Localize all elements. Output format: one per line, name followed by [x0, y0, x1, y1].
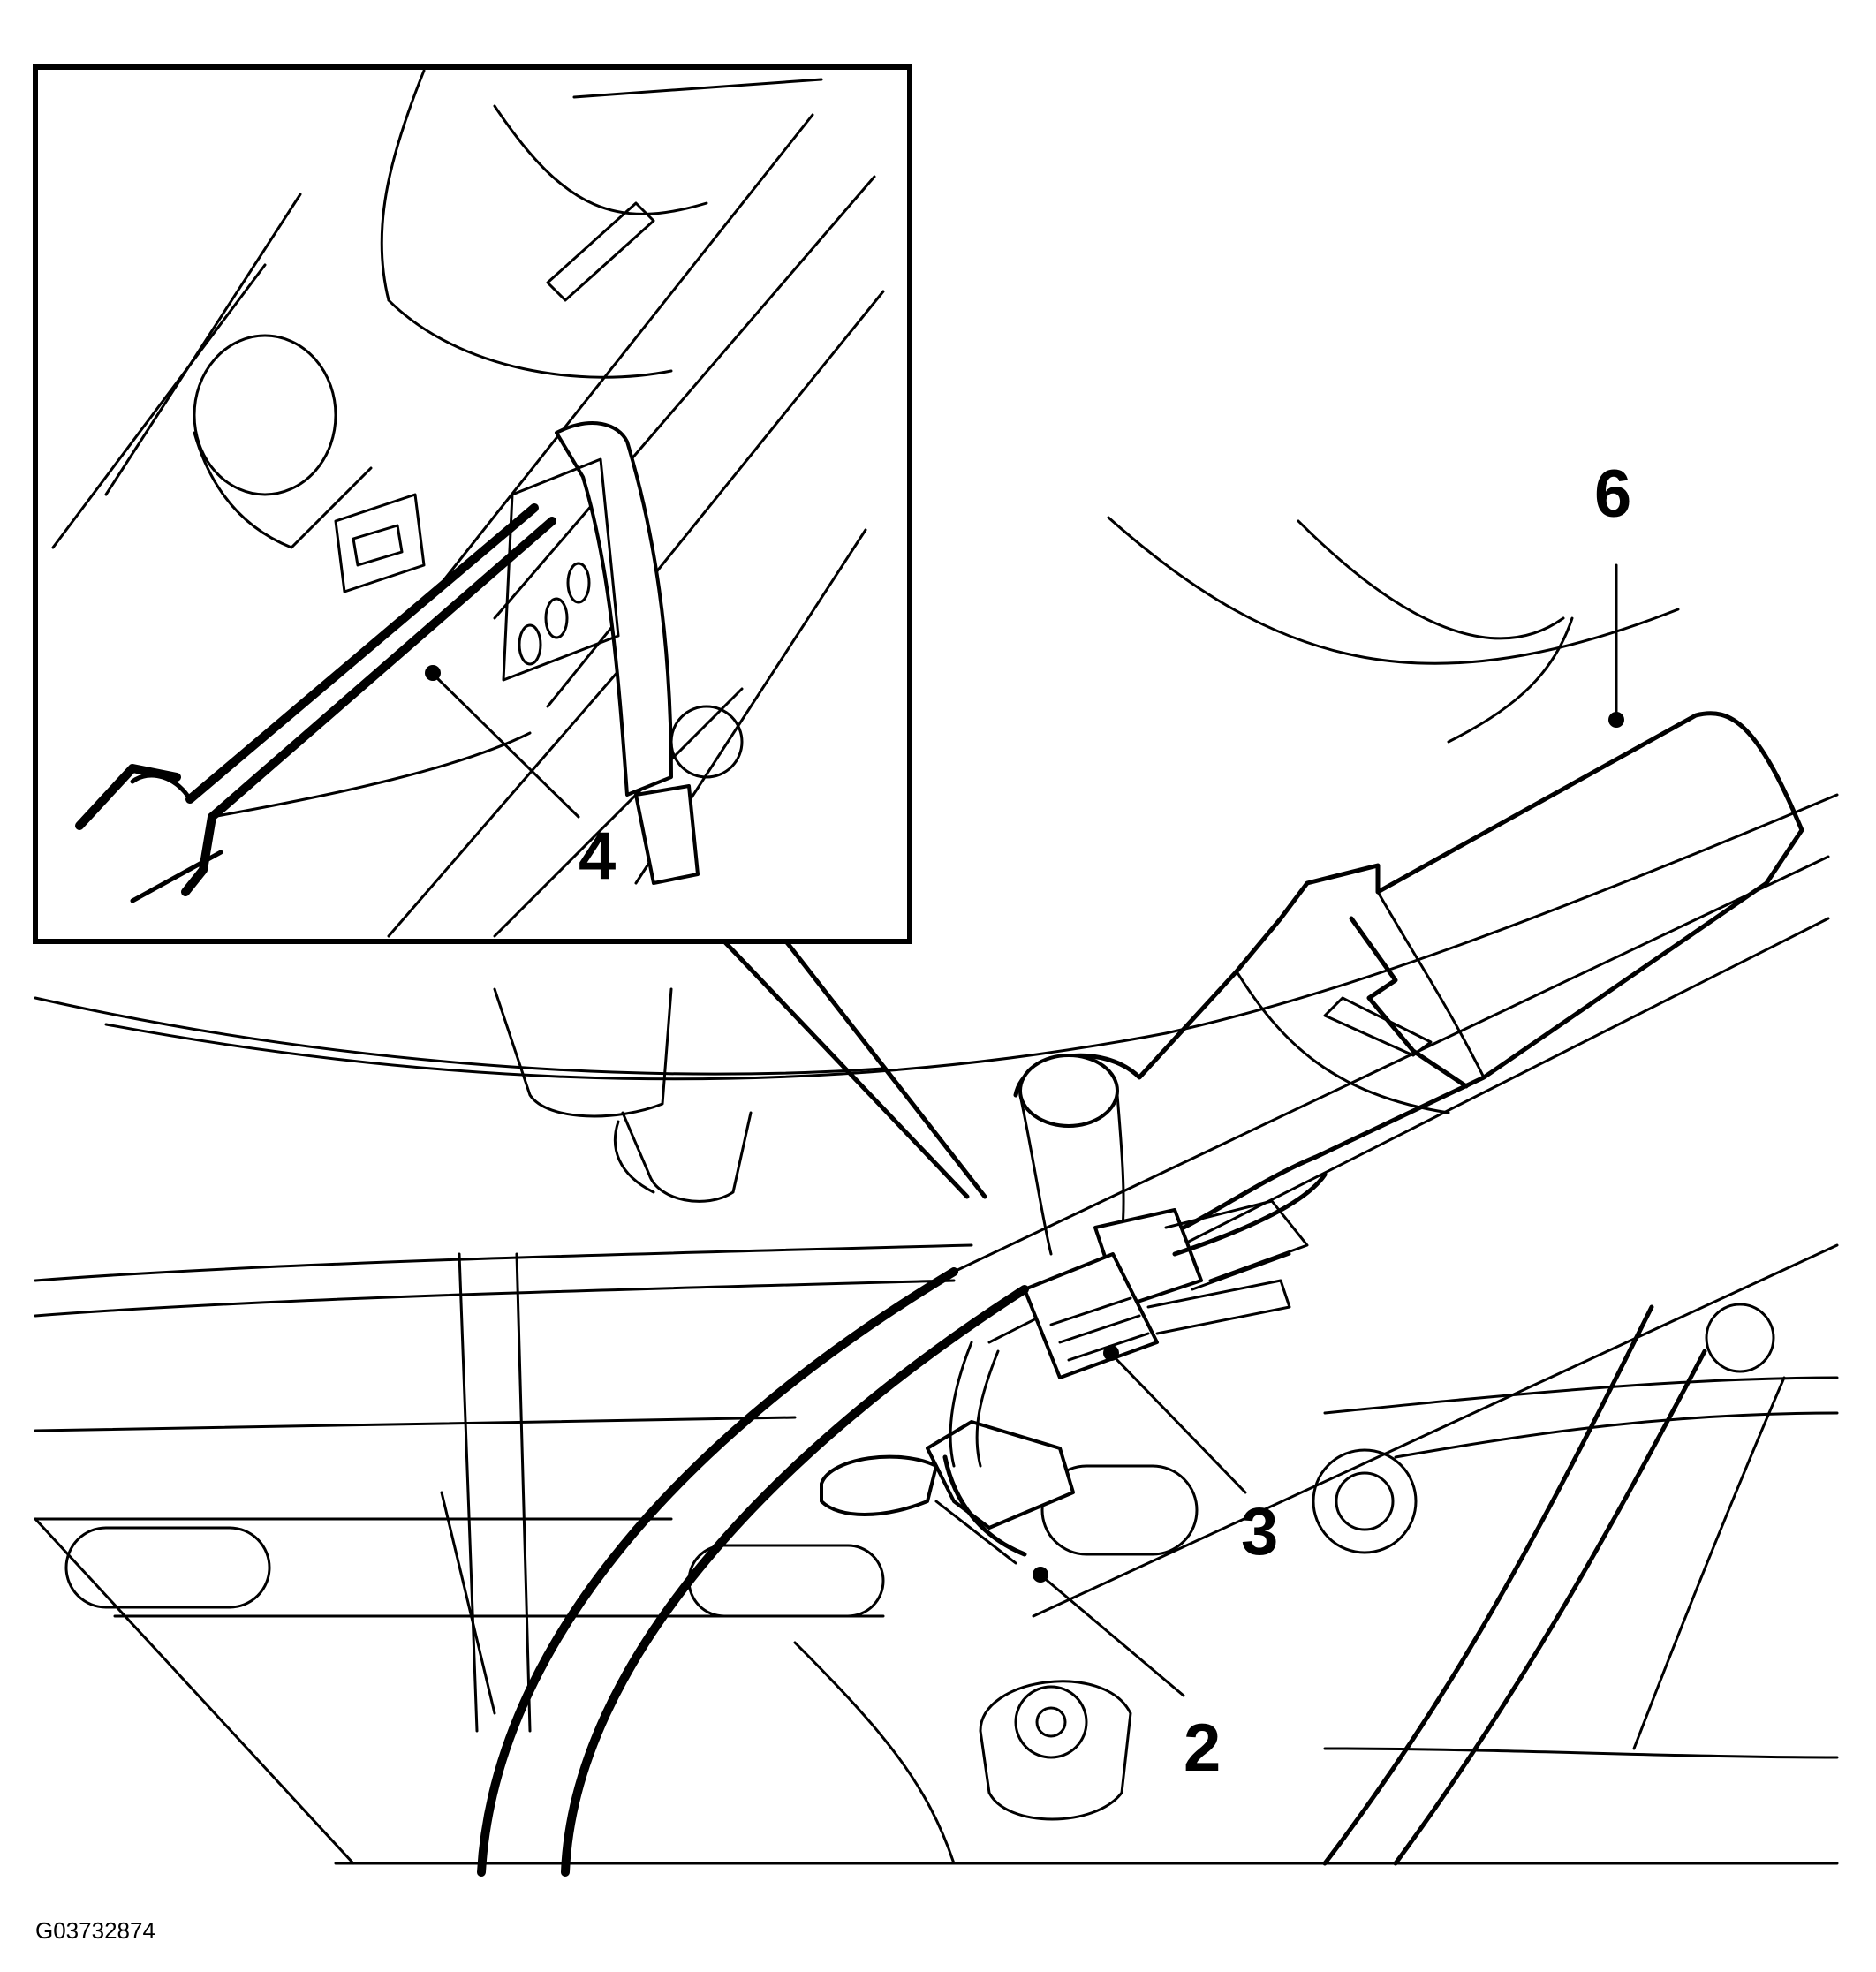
callout-label-3: 3 [1241, 1494, 1278, 1569]
callout-4: 4 [425, 665, 616, 894]
sensor-housing [1013, 711, 1804, 1256]
callout-label-4: 4 [579, 819, 616, 894]
callout-6: 6 [1594, 457, 1631, 728]
callout-label-6: 6 [1594, 457, 1631, 532]
harness-clip [820, 1341, 1075, 1565]
callout-label-2: 2 [1184, 1711, 1221, 1786]
sensor-cable [477, 1267, 1029, 1877]
callout-2: 2 [1033, 1567, 1221, 1786]
detail-inset [33, 64, 987, 1199]
callout-3: 3 [1103, 1345, 1278, 1569]
harness-connector [1023, 1172, 1328, 1379]
main-scene [34, 516, 1839, 1866]
figure-id: G03732874 [35, 1917, 155, 1944]
